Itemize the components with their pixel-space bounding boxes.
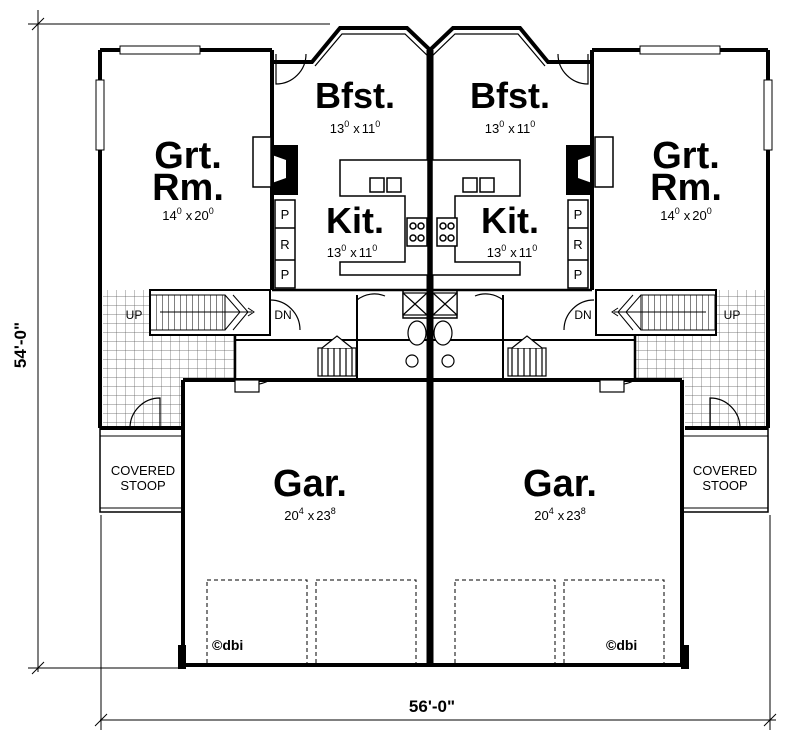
depth-dimension-label: 54'-0" [11, 322, 30, 368]
utility-fixtures [317, 292, 547, 377]
left-pantry-p2: P [281, 267, 290, 282]
right-pantry-p2: P [574, 267, 583, 282]
left-stoop-label-1: COVERED [111, 463, 175, 478]
right-breakfast-label: Bfst. [470, 75, 550, 116]
left-garage-label: Gar. [273, 463, 347, 505]
right-pantry-p1: P [574, 207, 583, 222]
fireplace-left [252, 136, 298, 195]
right-great-room-label-1: Grt. [652, 135, 720, 177]
pantry-strip-right [567, 199, 589, 289]
right-stairs-up: UP [724, 308, 741, 322]
dimension-lines [28, 10, 777, 730]
doors [129, 53, 741, 429]
left-pantry-r: R [280, 237, 289, 252]
left-stairs-down: DN [274, 308, 291, 322]
width-dimension-label: 56'-0" [409, 697, 455, 716]
right-kitchen-label: Kit. [481, 200, 539, 241]
left-great-room-label-1: Grt. [154, 135, 222, 177]
left-copyright: ©dbi [212, 637, 243, 653]
right-great-room-label-2: Rm. [650, 167, 722, 209]
right-stoop-label-1: COVERED [693, 463, 757, 478]
right-copyright: ©dbi [606, 637, 637, 653]
walls [98, 26, 770, 667]
kitchen-right [431, 159, 521, 276]
right-pantry-r: R [573, 237, 582, 252]
left-breakfast-label: Bfst. [315, 75, 395, 116]
garage-piers [178, 645, 689, 669]
pantry-strip-left [274, 199, 296, 289]
right-garage-label: Gar. [523, 463, 597, 505]
right-stairs-down: DN [574, 308, 591, 322]
kitchen-left [339, 159, 429, 276]
right-stoop-label-2: STOOP [702, 478, 747, 493]
left-pantry-p1: P [281, 207, 290, 222]
stairs-right [595, 289, 717, 336]
fireplace-right [566, 136, 614, 195]
left-stairs-up: UP [126, 308, 143, 322]
left-great-room-label-2: Rm. [152, 167, 224, 209]
left-stoop-label-2: STOOP [120, 478, 165, 493]
windows [95, 45, 773, 151]
garage-doors [206, 579, 665, 666]
stairs-left [149, 289, 271, 336]
left-kitchen-label: Kit. [326, 200, 384, 241]
